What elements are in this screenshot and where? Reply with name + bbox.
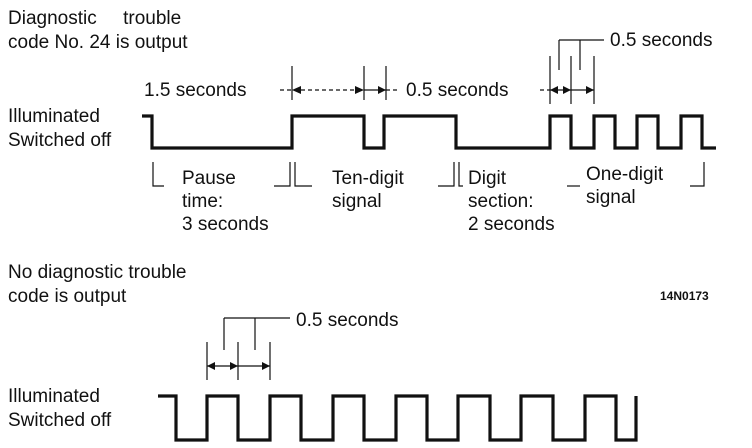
arrow-head-left [207, 362, 215, 370]
top-digit-section-label-line2: section: [468, 191, 533, 212]
bottom-title-line2: code is output [8, 286, 127, 307]
top-dim-label-0-5-seconds-upper: 0.5 seconds [610, 30, 712, 51]
top-dim-label-1-5-seconds: 1.5 seconds [144, 80, 246, 101]
top-dimension-1-5-seconds [280, 66, 550, 100]
top-title-line2: code No. 24 is output [8, 32, 188, 53]
top-dimension-0-5-seconds-bracket [549, 39, 604, 104]
bottom-dimension-0-5-seconds-bracket [206, 317, 290, 380]
bottom-level-illuminated-label: Illuminated [8, 386, 100, 407]
arrow-head-right [563, 86, 571, 94]
top-title-line1: Diagnostic trouble [8, 8, 181, 29]
top-tens-label-line2: signal [332, 191, 382, 212]
top-tens-label-line1: Ten-digit [332, 168, 405, 189]
top-section-brackets [152, 162, 705, 187]
top-dim-label-0-5-seconds: 0.5 seconds [406, 80, 508, 101]
bottom-waveform [158, 394, 638, 442]
top-ones-label-line1: One-digit [586, 164, 664, 185]
top-ones-label-line2: signal [586, 187, 636, 208]
bottom-dim-label-0-5-seconds: 0.5 seconds [296, 310, 398, 331]
bottom-level-switched-off-label: Switched off [8, 410, 112, 431]
top-pause-label-line3: 3 seconds [182, 214, 269, 235]
figure-code: 14N0173 [660, 289, 709, 303]
top-pause-label-line1: Pause [182, 168, 236, 189]
arrow-head-right [230, 362, 238, 370]
top-level-switched-off-label: Switched off [8, 130, 112, 151]
top-digit-section-label-line1: Digit [468, 168, 507, 189]
top-waveform [142, 114, 716, 150]
arrow-head-right [586, 86, 594, 94]
arrow-head-left [378, 86, 386, 94]
arrow-head-right [355, 86, 364, 94]
arrow-head-left [292, 86, 301, 94]
arrow-head-left [550, 86, 558, 94]
top-pause-label-line2: time: [182, 191, 223, 212]
top-level-illuminated-label: Illuminated [8, 106, 100, 127]
arrow-head-right [262, 362, 270, 370]
top-digit-section-label-line3: 2 seconds [468, 214, 555, 235]
bottom-title-line1: No diagnostic trouble [8, 262, 187, 283]
